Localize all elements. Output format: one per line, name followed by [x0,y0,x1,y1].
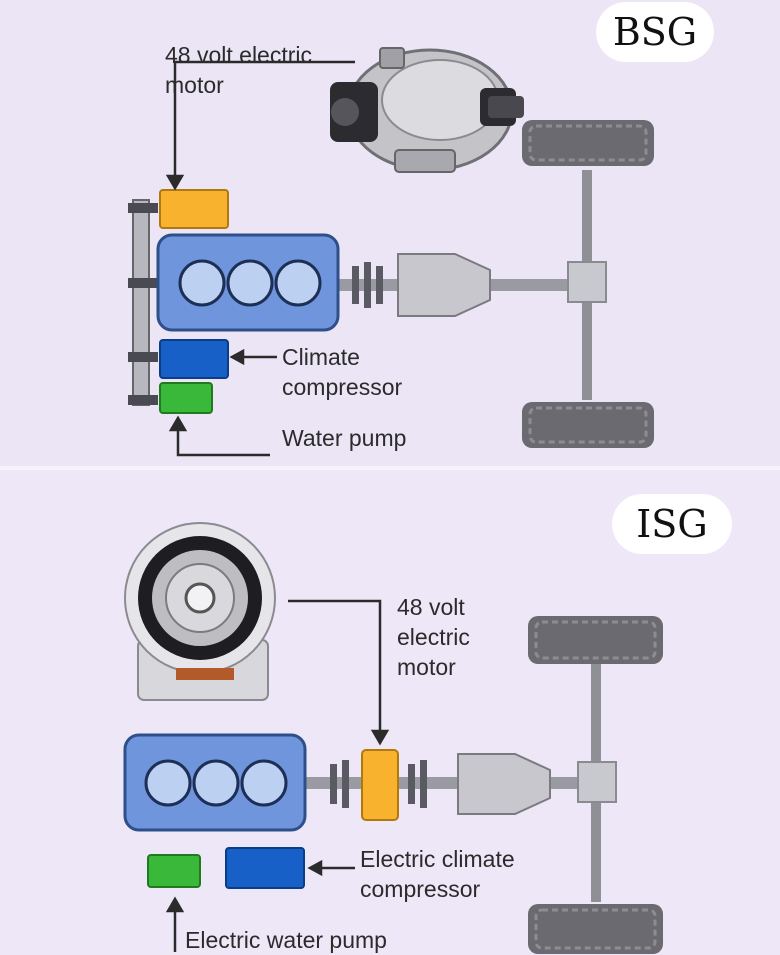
alternator-icon [330,47,524,173]
bsg-badge: BSG [596,2,714,62]
bsg-motor-label: 48 volt electric motor [165,42,313,98]
climate-compressor-block [225,847,305,889]
bsg-motor-block [159,189,229,229]
gearbox [457,753,551,815]
cylinders [178,259,322,307]
bsg-diagram [128,47,654,457]
gearbox [397,253,491,317]
climate-compressor-label: Climate compressor [282,344,403,400]
leader-lines [165,599,390,952]
clutch [352,262,383,308]
electric-climate-compressor-label: Electric climate compressor [360,846,515,902]
climate-compressor-block [159,339,229,379]
tire-icon [522,120,654,166]
isg-motor-label: 48 volt electric motor [397,594,470,680]
bsg-panel: 48 volt electric motor Climate compresso… [0,0,780,468]
isg-motor-block [361,749,399,821]
tire-icon [528,904,663,954]
isg-diagram [123,522,663,954]
differential [567,261,607,303]
belt [132,199,150,406]
isg-badge: ISG [612,494,732,554]
integrated-starter-generator-icon [124,522,276,701]
clutch [330,760,427,808]
water-pump-block [159,382,213,414]
isg-panel: 48 volt electric motor Electric climate … [0,470,780,955]
cylinders [144,759,288,807]
tire-icon [522,402,654,448]
water-pump-label: Water pump [282,425,407,451]
panel-divider [0,466,780,470]
leader-lines [165,60,355,457]
electric-water-pump-label: Electric water pump [185,927,387,953]
belt-pulleys [128,203,158,405]
differential [577,761,617,803]
water-pump-block [147,854,201,888]
tire-icon [528,616,663,664]
